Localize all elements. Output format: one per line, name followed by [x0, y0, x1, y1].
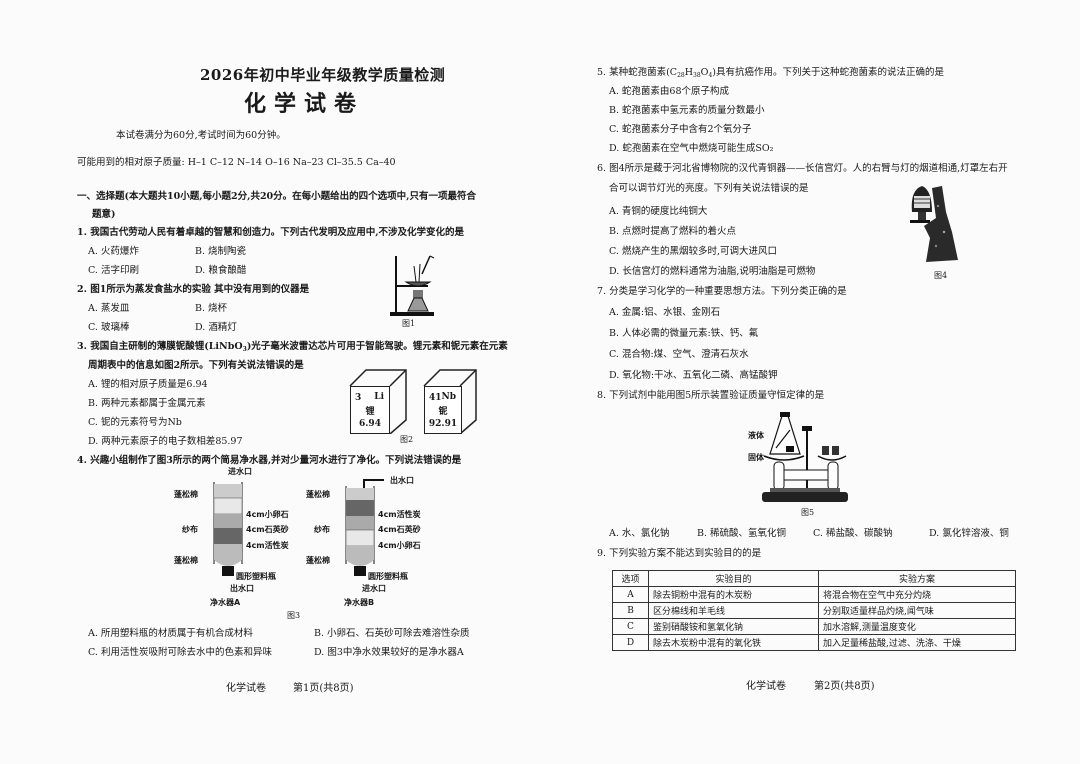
- q3-option-d: D. 两种元素原子的电子数相差85.97: [88, 436, 243, 447]
- purifier-b-gauze: 纱布: [314, 525, 330, 534]
- q4-option-c: C. 利用活性炭吸附可除去水中的色素和异味: [88, 647, 272, 658]
- q7-option-a: A. 金属:铝、水银、金刚石: [609, 307, 721, 318]
- purifier-a-title: 净水器A: [210, 598, 241, 607]
- atomic-masses: 可能用到的相对原子质量: H–1 C–12 N–14 O–16 Na–23 Cl…: [77, 157, 396, 168]
- table-row: A 除去铜粉中混有的木炭粉 将混合物在空气中充分灼烧: [612, 586, 1016, 603]
- exam-page-2: 5. 某种蛇孢菌素(C28H38O4)具有抗癌作用。下列关于这种蛇孢菌素的说法正…: [560, 0, 1080, 764]
- q4-option-a: A. 所用塑料瓶的材质属于有机合成材料: [88, 628, 253, 639]
- question-3-stem: 3. 我国自主研制的薄膜铌酸锂(LiNbO3)光子毫米波雷达芯片可用于智能驾驶。…: [77, 341, 508, 353]
- q7-option-d: D. 氧化物:干冰、五氧化二磷、高锰酸钾: [609, 370, 778, 381]
- section-title-cont: 题意): [92, 209, 116, 220]
- q4-option-b: B. 小卵石、石英砂可除去难溶性杂质: [314, 628, 470, 639]
- purifier-a-bottle-label: 圆形塑料瓶: [236, 572, 276, 581]
- table-row: D 除去木炭粉中混有的氧化铁 加入足量稀盐酸,过滤、洗涤、干燥: [612, 634, 1016, 651]
- figure-5-caption: 图5: [801, 508, 815, 517]
- element-cell-niobium: 41 Nb 铌 92.91: [424, 386, 462, 434]
- page-1-footer-number: 第1页(共8页): [293, 683, 354, 694]
- figure-3-caption: 图3: [287, 611, 301, 620]
- figure-5-balance-apparatus: [762, 412, 848, 502]
- col-header-plan: 实验方案: [818, 570, 1016, 587]
- q1-option-c: C. 活字印刷: [88, 265, 139, 276]
- exam-intro: 本试卷满分为60分,考试时间为60分钟。: [116, 130, 286, 141]
- q4-option-d: D. 图3中净水效果较好的是净水器A: [314, 647, 464, 658]
- q3-option-b: B. 两种元素都属于金属元素: [88, 398, 206, 409]
- q7-option-c: C. 混合物:煤、空气、澄清石灰水: [609, 349, 749, 360]
- question-4-stem: 4. 兴趣小组制作了图3所示的两个简易净水器,并对少量河水进行了净化。下列说法错…: [77, 455, 462, 466]
- q2-option-b: B. 烧杯: [195, 303, 228, 314]
- purifier-a-gauze: 纱布: [182, 525, 198, 534]
- q8-option-b: B. 稀硫酸、氢氧化铜: [697, 528, 787, 539]
- q5-option-d: D. 蛇孢菌素在空气中燃烧可能生成SO₂: [609, 143, 774, 154]
- figure-5-solid-label: 固体: [748, 453, 764, 462]
- q6-option-c: C. 燃烧产生的黑烟较多时,可调大进风口: [609, 246, 777, 257]
- question-8-stem: 8. 下列试剂中能用图5所示装置验证质量守恒定律的是: [597, 390, 825, 401]
- q6-option-a: A. 青铜的硬度比纯铜大: [609, 206, 708, 217]
- page-2-footer-number: 第2页(共8页): [814, 681, 875, 692]
- q2-option-a: A. 蒸发皿: [88, 303, 130, 314]
- q6-option-d: D. 长信宫灯的燃料通常为油脂,说明油脂是可燃物: [609, 266, 816, 277]
- question-1-stem: 1. 我国古代劳动人民有着卓越的智慧和创造力。下列古代发明及应用中,不涉及化学变…: [77, 227, 465, 238]
- purifier-b-layer-3: 4cm小卵石: [378, 541, 421, 550]
- question-3-stem-line2: 周期表中的信息如图2所示。下列有关说法错误的是: [88, 360, 304, 371]
- exam-header-title: 2026年初中毕业年级教学质量检测: [200, 66, 446, 84]
- q1-option-d: D. 粮食酿醋: [195, 265, 247, 276]
- purifier-a-cotton-top: 蓬松棉: [174, 490, 198, 499]
- page-2-footer-subject: 化学试卷: [746, 681, 786, 692]
- question-6-stem: 6. 图4所示是藏于河北省博物院的汉代青铜器——长信宫灯。人的右臂与灯的烟道相通…: [597, 163, 1008, 174]
- figure-4-changxin-lamp: [910, 186, 958, 262]
- purifier-a-layer-3: 4cm活性炭: [246, 541, 289, 550]
- purifier-a-layer-1: 4cm小卵石: [246, 510, 289, 519]
- purifier-b-cotton-top: 蓬松棉: [306, 490, 330, 499]
- element-cell-lithium: 3 Li 锂 6.94: [350, 386, 390, 434]
- q3-option-a: A. 锂的相对原子质量是6.94: [88, 379, 208, 390]
- experiment-table: 选项 实验目的 实验方案 A 除去铜粉中混有的木炭粉 将混合物在空气中充分灼烧 …: [612, 570, 1016, 651]
- figure-3-purifier-b-bottle: [345, 479, 384, 576]
- table-row: B 区分棉线和羊毛线 分别取适量样品灼烧,闻气味: [612, 602, 1016, 619]
- q5-option-b: B. 蛇孢菌素中氢元素的质量分数最小: [609, 105, 765, 116]
- q2-option-d: D. 酒精灯: [195, 322, 237, 333]
- q6-option-b: B. 点燃时提高了燃料的着火点: [609, 226, 737, 237]
- q1-option-a: A. 火药爆炸: [88, 246, 139, 257]
- purifier-b-layer-2: 4cm石英砂: [378, 525, 421, 534]
- question-6-stem-line2: 合可以调节灯光的亮度。下列有关说法错误的是: [609, 183, 809, 194]
- question-5-stem: 5. 某种蛇孢菌素(C28H38O4)具有抗癌作用。下列关于这种蛇孢菌素的说法正…: [597, 67, 944, 79]
- section-title: 一、选择题(本大题共10小题,每小题2分,共20分。在每小题给出的四个选项中,只…: [77, 191, 476, 202]
- q5-option-c: C. 蛇孢菌素分子中含有2个氧分子: [609, 124, 752, 135]
- table-row: C 鉴别硝酸铵和氢氧化钠 加水溶解,测量温度变化: [612, 618, 1016, 635]
- purifier-b-cotton-bottom: 蓬松棉: [306, 556, 330, 565]
- q5-option-a: A. 蛇孢菌素由68个原子构成: [609, 86, 729, 97]
- figure-1-caption: 图1: [402, 319, 416, 328]
- q7-option-b: B. 人体必需的微量元素:铁、钙、氟: [609, 328, 759, 339]
- col-header-option: 选项: [612, 570, 649, 587]
- purifier-b-title: 净水器B: [344, 598, 375, 607]
- figure-2-caption: 图2: [400, 435, 414, 444]
- purifier-a-outlet-label: 出水口: [230, 584, 254, 593]
- purifier-a-inlet-label: 进水口: [228, 467, 252, 476]
- col-header-purpose: 实验目的: [648, 570, 819, 587]
- figure-5-liquid-label: 液体: [748, 431, 764, 440]
- purifier-a-layer-2: 4cm石英砂: [246, 525, 289, 534]
- figure-1-evaporation-apparatus: [390, 255, 435, 316]
- figure-2-cube-outline: [349, 369, 477, 434]
- q8-option-c: C. 稀盐酸、碳酸钠: [813, 528, 893, 539]
- q8-option-d: D. 氯化锌溶液、铜: [929, 528, 1009, 539]
- page-1-footer-subject: 化学试卷: [226, 683, 266, 694]
- exam-page-1: 2026年初中毕业年级教学质量检测 化学试卷 本试卷满分为60分,考试时间为60…: [77, 66, 508, 694]
- q3-option-c: C. 铌的元素符号为Nb: [88, 417, 182, 428]
- purifier-a-cotton-bottom: 蓬松棉: [174, 556, 198, 565]
- purifier-b-outlet-label: 出水口: [390, 476, 414, 485]
- figure-4-caption: 图4: [934, 271, 948, 280]
- purifier-b-inlet-label: 进水口: [362, 584, 386, 593]
- question-7-stem: 7. 分类是学习化学的一种重要思想方法。下列分类正确的是: [597, 286, 847, 297]
- figure-3-purifier-a-bottle: [213, 482, 243, 576]
- table-header-row: 选项 实验目的 实验方案: [612, 570, 1016, 587]
- question-9-stem: 9. 下列实验方案不能达到实验目的的是: [597, 548, 762, 559]
- q8-option-a: A. 水、氯化钠: [609, 528, 670, 539]
- purifier-b-layer-1: 4cm活性炭: [378, 510, 421, 519]
- exam-subject-title: 化学试卷: [244, 92, 365, 117]
- purifier-b-bottle-label: 圆形塑料瓶: [368, 572, 408, 581]
- q2-option-c: C. 玻璃棒: [88, 322, 130, 333]
- question-2-stem: 2. 图1所示为蒸发食盐水的实验 其中没有用到的仪器是: [77, 284, 310, 295]
- q1-option-b: B. 烧制陶瓷: [195, 246, 247, 257]
